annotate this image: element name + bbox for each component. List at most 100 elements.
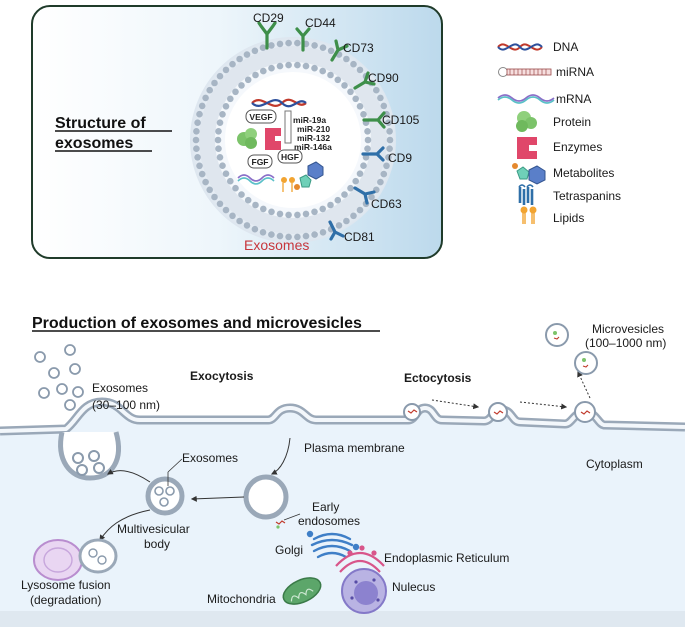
inner-lipid-head: [227, 177, 234, 185]
outer-lipid-head: [193, 145, 200, 152]
legend-label-mirna: miRNA: [556, 65, 594, 79]
outer-lipid-head: [268, 42, 275, 49]
dna-cargo: [251, 98, 307, 108]
legend-item-enzymes: Enzymes: [517, 137, 602, 159]
inner-lipid-head: [219, 162, 226, 169]
mrna-cargo: [237, 174, 275, 185]
golgi-label: Golgi: [275, 543, 303, 557]
marker-cd81: CD81: [328, 220, 375, 244]
outer-lipid-head: [335, 222, 343, 229]
inner-lipid-head: [341, 191, 348, 198]
structure-title-line1: Structure of: [55, 115, 146, 132]
marker-cd105: CD105: [362, 111, 420, 129]
outer-lipid-head: [222, 206, 230, 214]
inner-lipid-head: [238, 191, 245, 198]
structure-title: Structure of exosomes: [55, 115, 172, 152]
inner-lipid-head: [294, 61, 301, 69]
structure-title-line2: exosomes: [55, 135, 133, 152]
outer-lipid-head: [350, 212, 357, 220]
protein-icon: [516, 111, 537, 132]
budding-microvesicle-3: [574, 401, 596, 423]
outer-lipid-head: [386, 136, 394, 144]
ectocytosis-arrow-1: [431, 399, 480, 410]
release-arrow: [577, 370, 591, 399]
budding-microvesicle-1: [403, 403, 421, 421]
mitochondria-label: Mitochondria: [207, 592, 276, 606]
mirna-label-3: miR-132: [297, 133, 330, 143]
inner-lipid-head: [327, 71, 334, 79]
golgi: [306, 530, 360, 559]
svg-text:Production of exosomes and mic: Production of exosomes and microvesicles: [32, 315, 362, 332]
outer-lipid-head: [327, 47, 335, 55]
marker-label-cd73: CD73: [343, 41, 374, 55]
lipid-bilayer: [192, 39, 394, 241]
mitochondria: [282, 577, 322, 605]
inner-lipid-head: [222, 103, 230, 110]
fgf-tag: FGF: [247, 154, 273, 169]
legend: DNA miRNA mRNA Protein: [497, 40, 621, 225]
early-endosomes-line1: Early: [312, 500, 339, 514]
outer-lipid-head: [377, 94, 384, 102]
outer-lipid-head: [385, 119, 392, 126]
inner-lipid-head: [268, 208, 275, 216]
legend-item-protein: Protein: [516, 111, 591, 132]
released-microvesicles: [545, 323, 598, 375]
outer-lipid-head: [202, 94, 209, 102]
mirna-cargo: miR-19a miR-210 miR-132 miR-146a: [284, 110, 332, 152]
inner-lipid-head: [341, 82, 348, 89]
metabolite-icon: [512, 163, 546, 185]
outer-lipid-head: [343, 217, 350, 225]
legend-item-tetraspanins: Tetraspanins: [518, 184, 621, 205]
inner-lipid-head: [334, 76, 342, 84]
marker-cd9: CD9: [361, 146, 412, 165]
lipid-cargo: [281, 177, 295, 192]
inner-lipid-head: [311, 208, 318, 216]
outer-lipid-head: [259, 229, 267, 236]
inner-lipid-head: [347, 184, 354, 192]
outer-lipid-head: [276, 232, 284, 240]
outer-lipid-head: [319, 44, 327, 51]
outer-lipid-head: [302, 232, 310, 240]
inner-lipid-head: [364, 136, 372, 144]
marker-cd44: CD44: [295, 16, 336, 52]
outer-lipid-head: [356, 66, 364, 74]
inner-lipid-head: [260, 67, 267, 75]
outer-lipid-head: [206, 186, 213, 194]
outer-lipid-head: [350, 60, 357, 68]
marker-cd73: CD73: [330, 39, 374, 62]
lysosome-label-line2: (degradation): [30, 593, 101, 607]
outer-lipid-head: [194, 119, 201, 126]
legend-label-lipids: Lipids: [553, 211, 584, 225]
outer-lipid-head: [243, 222, 251, 229]
mrna-icon: [497, 94, 555, 104]
legend-label-tetraspanins: Tetraspanins: [553, 189, 621, 203]
outer-lipid-head: [192, 136, 200, 144]
lipid-icon: [520, 206, 537, 224]
exocytosis-label: Exocytosis: [190, 369, 254, 383]
inner-lipid-head: [219, 111, 226, 118]
inner-lipid-head: [276, 62, 284, 70]
cytoplasm-label: Cytoplasm: [586, 457, 643, 471]
marker-cd90: CD90: [353, 71, 399, 90]
inner-lipid-head: [244, 76, 252, 84]
outer-lipid-head: [193, 128, 200, 135]
protein-cargo: [237, 128, 257, 149]
outer-lipid-head: [285, 233, 292, 241]
budding-microvesicle-2: [488, 402, 508, 422]
nucleus: [341, 568, 387, 614]
inner-lipid-head: [334, 196, 342, 204]
enzyme-icon: [517, 137, 537, 159]
inner-lipid-head: [356, 170, 364, 177]
endoplasmic-reticulum: [335, 545, 385, 573]
microvesicles-line1: Microvesicles: [592, 322, 664, 336]
legend-label-protein: Protein: [553, 115, 591, 129]
enzyme-cargo: [265, 128, 281, 150]
early-endosomes-line2: endosomes: [298, 514, 360, 528]
nucleus-label: Nulecus: [392, 580, 435, 594]
outer-lipid-head: [216, 200, 224, 208]
outer-lipid-head: [343, 55, 350, 63]
tetraspanin-icon: [518, 184, 534, 205]
marker-label-cd63: CD63: [371, 197, 402, 211]
outer-lipid-head: [251, 47, 259, 55]
